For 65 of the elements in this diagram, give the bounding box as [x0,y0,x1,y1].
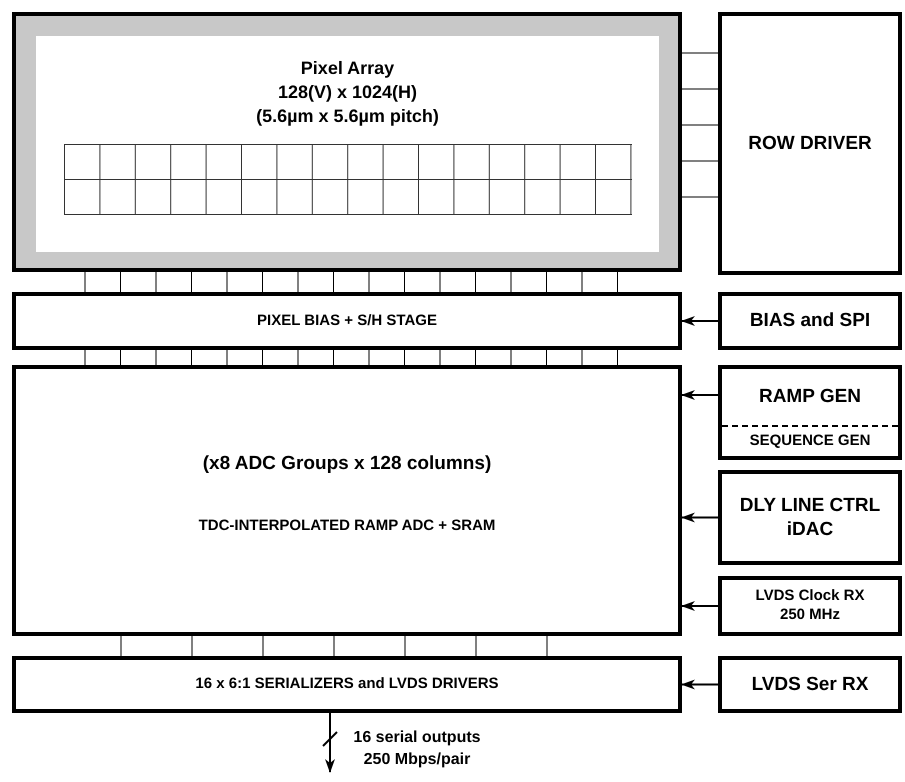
circuit-block [718,12,902,275]
bus-line [546,636,548,656]
bus-line [682,196,718,198]
bus-line [368,272,370,292]
arrow [322,712,338,773]
bus-line [682,88,718,90]
bus-line [262,350,263,366]
bus-line [682,52,718,54]
block-label: (x8 ADC Groups x 128 columns) [202,452,492,476]
bus-line [368,350,370,366]
array-label: (5.6µm x 5.6µm pitch) [256,105,439,128]
circuit-block [718,576,902,636]
circuit-block [718,292,902,350]
block-label: TDC-INTERPOLATED RAMP ADC + SRAM [198,516,496,536]
array-label: 128(V) x 1024(H) [278,81,418,104]
circuit-block [12,365,682,636]
circuit-block [718,365,902,460]
block-label: 16 x 6:1 SERIALIZERS and LVDS DRIVERS [195,675,499,694]
bus-line [475,350,476,366]
bus-line [510,272,512,292]
arrow [681,601,718,611]
block-label: LVDS Clock RX [756,587,864,606]
bus-line [226,350,228,366]
bus-line [84,272,86,292]
circuit-block [718,656,902,713]
bus-line [546,272,547,292]
bus-line [262,272,263,292]
bus-line [617,350,618,366]
bus-line [404,350,405,366]
pixel-array-block [12,12,682,272]
block-label: SEQUENCE GEN [750,431,870,452]
block-label: BIAS and SPI [750,309,870,333]
circuit-block [12,292,682,350]
bus-line [191,272,192,292]
bus-line [226,272,228,292]
bus-line [510,350,512,366]
bus-line [262,636,264,656]
bus-line [120,636,122,656]
block-label: 250 MHz [780,606,840,625]
block-label: PIXEL BIAS + S/H STAGE [257,312,437,330]
bus-line [682,124,718,126]
arrow [681,316,718,326]
bus-line [546,350,547,366]
bus-line [617,272,618,292]
circuit-block [12,656,682,713]
bus-line [333,350,334,366]
arrow [681,680,718,690]
bus-line [404,636,406,656]
circuit-block [718,470,902,565]
bus-line [404,272,405,292]
bus-line [682,160,718,162]
block-label: RAMP GEN [758,384,862,409]
arrow [681,390,718,400]
array-label: Pixel Array [300,57,394,80]
bus-line [191,350,192,366]
block-label: ROW DRIVER [748,132,872,156]
block-label: iDAC [786,518,834,542]
block-label: LVDS Ser RX [752,672,868,696]
bus-line [120,272,121,292]
bus-line [333,272,334,292]
bus-line [475,272,476,292]
arrow [681,512,718,522]
bus-line [120,350,121,366]
bus-line [84,350,86,366]
block-label: DLY LINE CTRL [740,494,880,518]
